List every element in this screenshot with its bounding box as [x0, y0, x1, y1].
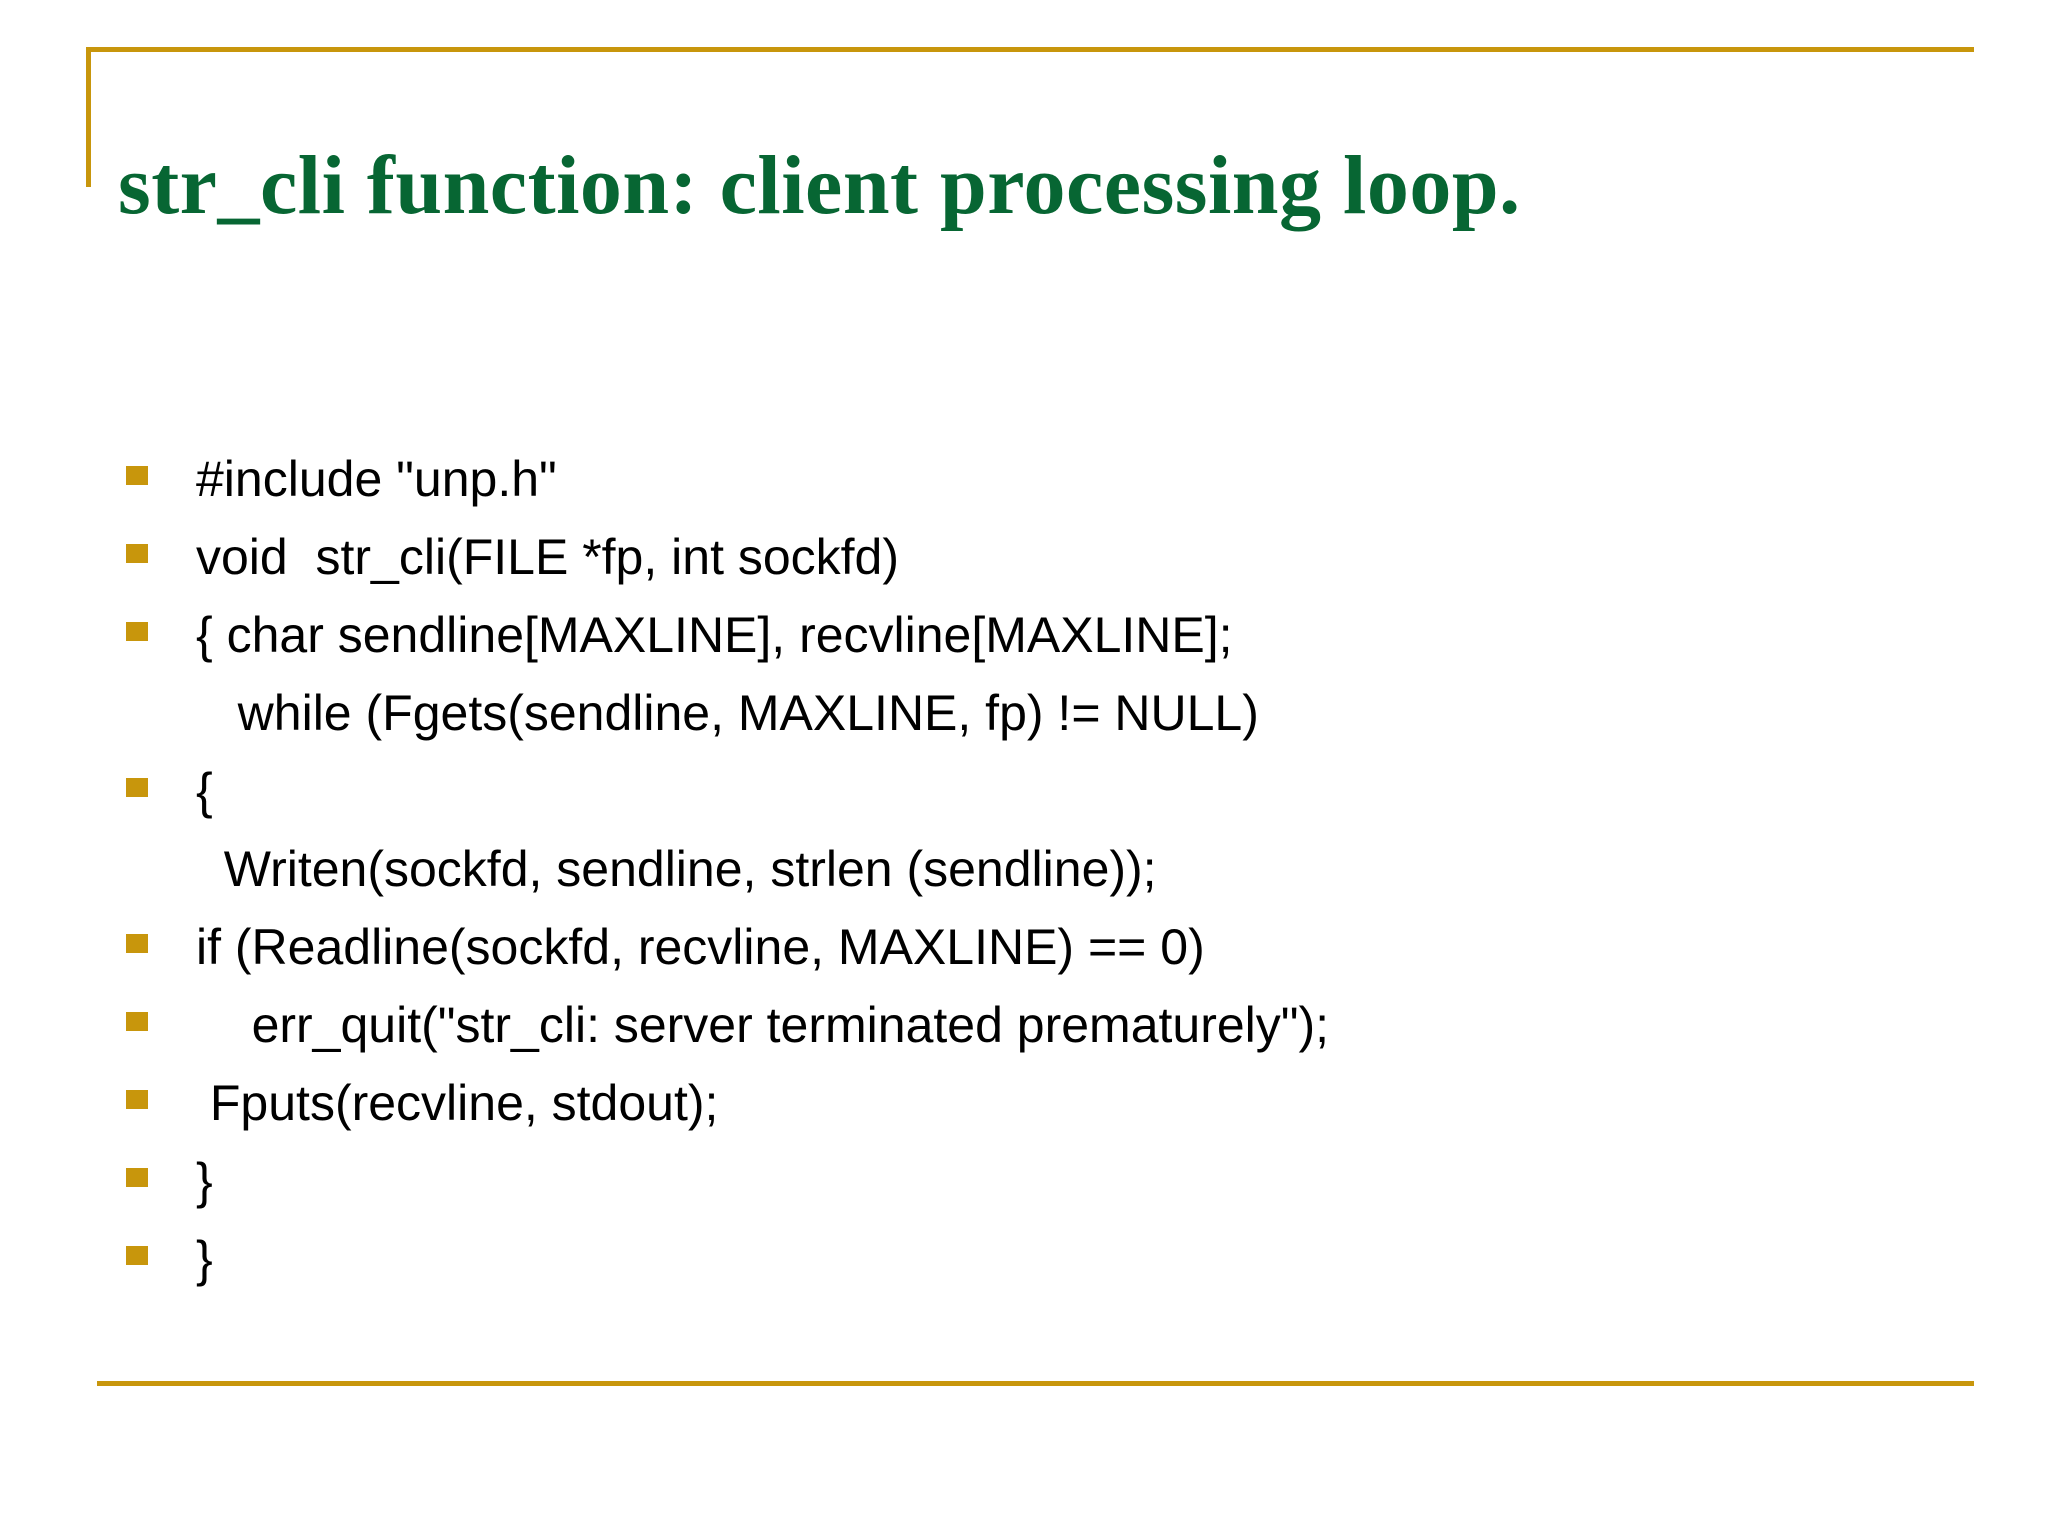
code-line-text: #include "unp.h": [196, 451, 557, 507]
code-line-text: Writen(sockfd, sendline, strlen (sendlin…: [196, 841, 1157, 897]
code-line-text: }: [196, 1153, 213, 1209]
code-line: }: [0, 1142, 2048, 1220]
code-line: Fputs(recvline, stdout);: [0, 1064, 2048, 1142]
code-line: if (Readline(sockfd, recvline, MAXLINE) …: [0, 908, 2048, 986]
code-line: void str_cli(FILE *fp, int sockfd): [0, 518, 2048, 596]
code-line: { char sendline[MAXLINE], recvline[MAXLI…: [0, 596, 2048, 674]
code-line: {: [0, 752, 2048, 830]
code-line: err_quit("str_cli: server terminated pre…: [0, 986, 2048, 1064]
code-line-text: while (Fgets(sendline, MAXLINE, fp) != N…: [196, 685, 1259, 741]
square-bullet-icon: [126, 622, 148, 641]
square-bullet-icon: [126, 1168, 148, 1187]
square-bullet-icon: [126, 1246, 148, 1265]
square-bullet-icon: [126, 1090, 148, 1109]
code-line-text: { char sendline[MAXLINE], recvline[MAXLI…: [196, 607, 1233, 663]
code-line: Writen(sockfd, sendline, strlen (sendlin…: [0, 830, 2048, 908]
square-bullet-icon: [126, 1012, 148, 1031]
code-line-text: {: [196, 763, 213, 819]
square-bullet-icon: [126, 544, 148, 563]
code-line-text: }: [196, 1231, 213, 1287]
code-body-block: #include "unp.h" void str_cli(FILE *fp, i…: [0, 440, 2048, 1298]
left-accent-rule: [86, 47, 91, 187]
slide-title: str_cli function: client processing loop…: [118, 139, 1521, 233]
square-bullet-icon: [126, 778, 148, 797]
code-line-text: void str_cli(FILE *fp, int sockfd): [196, 529, 900, 585]
square-bullet-icon: [126, 934, 148, 953]
square-bullet-icon: [126, 466, 148, 485]
code-line: }: [0, 1220, 2048, 1298]
code-line: while (Fgets(sendline, MAXLINE, fp) != N…: [0, 674, 2048, 752]
bottom-divider-rule: [97, 1381, 1974, 1386]
code-line-text: if (Readline(sockfd, recvline, MAXLINE) …: [196, 919, 1205, 975]
code-line: #include "unp.h": [0, 440, 2048, 518]
top-divider-rule: [86, 47, 1974, 52]
code-line-text: Fputs(recvline, stdout);: [196, 1075, 719, 1131]
code-line-text: err_quit("str_cli: server terminated pre…: [196, 997, 1330, 1053]
